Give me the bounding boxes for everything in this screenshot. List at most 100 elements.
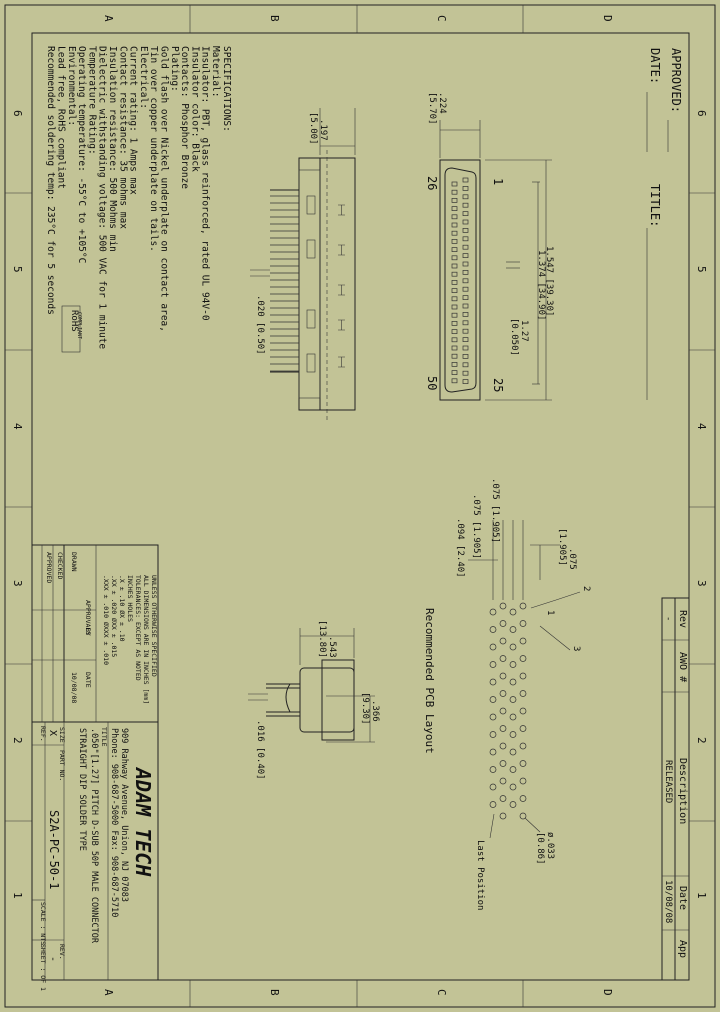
contact-pin bbox=[462, 354, 469, 359]
contact-pin bbox=[451, 329, 458, 334]
spec-line: Electrical: bbox=[138, 46, 149, 109]
zone-labels: A B C D A B C D 6 5 4 3 2 1 6 5 4 3 2 1 bbox=[11, 15, 708, 996]
zone-number-left: 5 bbox=[11, 266, 24, 273]
zone-number-right: 5 bbox=[695, 266, 708, 273]
approval-block: APPROVED: DATE: TITLE: bbox=[646, 48, 683, 400]
contact-pin bbox=[451, 353, 458, 359]
pcb-hole bbox=[489, 643, 497, 651]
zone-number-right: 2 bbox=[695, 737, 708, 744]
description-header: Description bbox=[677, 758, 688, 824]
pcb-hole bbox=[509, 678, 517, 686]
dim-224: .224 bbox=[437, 92, 447, 114]
pcb-hole bbox=[499, 725, 507, 732]
dim-13-80: [13.80] bbox=[317, 620, 327, 658]
scale-label: SCALE : NTS bbox=[39, 902, 47, 945]
checked-label: CHECKED bbox=[56, 552, 64, 579]
pcb-hole bbox=[489, 731, 497, 738]
pcb-hole bbox=[489, 626, 497, 633]
pcb-hole bbox=[499, 812, 507, 820]
pcb-hole bbox=[499, 777, 507, 785]
all-dims-note: ALL DIMENSIONS ARE IN INCHES [mm] bbox=[142, 575, 150, 704]
spec-line: Operating temperature: -55°C to +105°C bbox=[76, 46, 87, 263]
app-header: App bbox=[677, 940, 688, 958]
rev-header: Rev bbox=[677, 610, 688, 628]
pcb-hole bbox=[509, 713, 517, 721]
contact-pin bbox=[451, 214, 458, 220]
pin-1-label: 1 bbox=[491, 178, 505, 185]
company-address: 909 Rahway Avenue, Union, NJ 07083 bbox=[119, 728, 129, 902]
sheet-label: SHEET : OF 1 bbox=[39, 944, 47, 991]
pcb-hole bbox=[519, 760, 527, 767]
drawing-title-2: STRAIGHT DIP SOLDER TYPE bbox=[77, 728, 87, 851]
dim-1-905-c: [1.905] bbox=[557, 528, 567, 566]
contact-pin bbox=[451, 222, 458, 228]
contact-pin bbox=[451, 345, 458, 351]
spec-line: Plating: bbox=[169, 46, 180, 92]
dim-094: .094 [2.40] bbox=[455, 518, 465, 578]
contact-pin bbox=[462, 202, 469, 208]
pcb-hole bbox=[519, 795, 527, 802]
part-number: S2A-PC-50-1 bbox=[47, 810, 61, 889]
outer-border bbox=[4, 4, 716, 1008]
contact-pin bbox=[451, 255, 458, 261]
spec-line: Insulation resistance: 500 Mohms min bbox=[107, 46, 118, 252]
pcb-hole bbox=[499, 620, 507, 627]
spec-line: Temperature Rating: bbox=[86, 46, 97, 155]
connector-end-view bbox=[266, 659, 355, 741]
zone-letter-top: C bbox=[435, 15, 448, 22]
contact-pin bbox=[451, 206, 458, 211]
contact-pin bbox=[462, 236, 469, 242]
pcb-hole bbox=[519, 742, 527, 750]
zone-number-left: 6 bbox=[11, 110, 24, 117]
date-header: Date bbox=[677, 886, 688, 910]
spec-line: Tin over copper underplate on tails. bbox=[148, 46, 159, 252]
pcb-hole bbox=[509, 626, 517, 633]
pin-50-label: 50 bbox=[425, 376, 439, 390]
contact-pin bbox=[462, 219, 469, 225]
pcb-hole bbox=[509, 608, 517, 616]
pcb-hole bbox=[499, 655, 507, 662]
last-position: Last Position bbox=[475, 840, 485, 910]
spec-line: Current rating: 1 Amps max bbox=[128, 46, 139, 195]
dim-5-00: [5.00] bbox=[308, 112, 318, 145]
spec-line: Dielectric withstanding voltage: 500 VAC… bbox=[97, 46, 108, 349]
rohs-text: RoHS bbox=[69, 310, 79, 332]
pcb-hole bbox=[519, 655, 527, 662]
contact-pin bbox=[462, 211, 469, 216]
end-view-dims: .543 [13.80] .366 [9.30] .016 [0.40] bbox=[248, 620, 380, 780]
spec-line: Contact resistance: 35 mohms max bbox=[117, 46, 128, 229]
spec-line: Environmental: bbox=[66, 46, 77, 126]
pcb-hole bbox=[519, 707, 527, 715]
pcb-layout bbox=[489, 602, 527, 820]
pcb-hole bbox=[489, 678, 497, 686]
specifications: SPECIFICATIONS: Material:Insulator: PBT,… bbox=[45, 46, 232, 349]
date-label-tb: DATE bbox=[84, 672, 92, 688]
zone-number-left: 1 bbox=[11, 892, 24, 899]
pin-25-label: 25 bbox=[491, 378, 505, 392]
contact-pin bbox=[462, 194, 469, 200]
board-lock-mark bbox=[338, 319, 345, 331]
dim-0-050: [0.050] bbox=[509, 318, 519, 356]
contact-pin bbox=[451, 378, 458, 384]
pcb-hole bbox=[489, 766, 497, 773]
pcb-hole bbox=[499, 760, 507, 767]
contact-pin bbox=[451, 321, 458, 326]
pcb-dims: .075 [1.905] .075 [1.905] .094 [2.40] .0… bbox=[423, 478, 591, 910]
pcb-hole bbox=[499, 742, 507, 750]
approved-label: APPROVED: bbox=[669, 48, 683, 113]
connector-front-view bbox=[439, 159, 481, 401]
dim-9-30: [9.30] bbox=[360, 692, 370, 725]
pcb-hole bbox=[519, 690, 527, 697]
contact-pin bbox=[462, 261, 469, 267]
contact-pin bbox=[462, 295, 469, 300]
dim-197: .197 bbox=[318, 119, 328, 141]
contact-pin bbox=[462, 345, 469, 351]
pcb-hole bbox=[509, 643, 517, 651]
pcb-hole bbox=[489, 748, 497, 756]
contact-pin bbox=[451, 230, 458, 236]
pcb-hole bbox=[499, 672, 507, 680]
pcb-hole bbox=[509, 766, 517, 773]
zone-letter-bottom: D bbox=[601, 989, 614, 996]
tol-xxx: .XXX ± .010 ØXXX ± .010 bbox=[102, 575, 110, 665]
